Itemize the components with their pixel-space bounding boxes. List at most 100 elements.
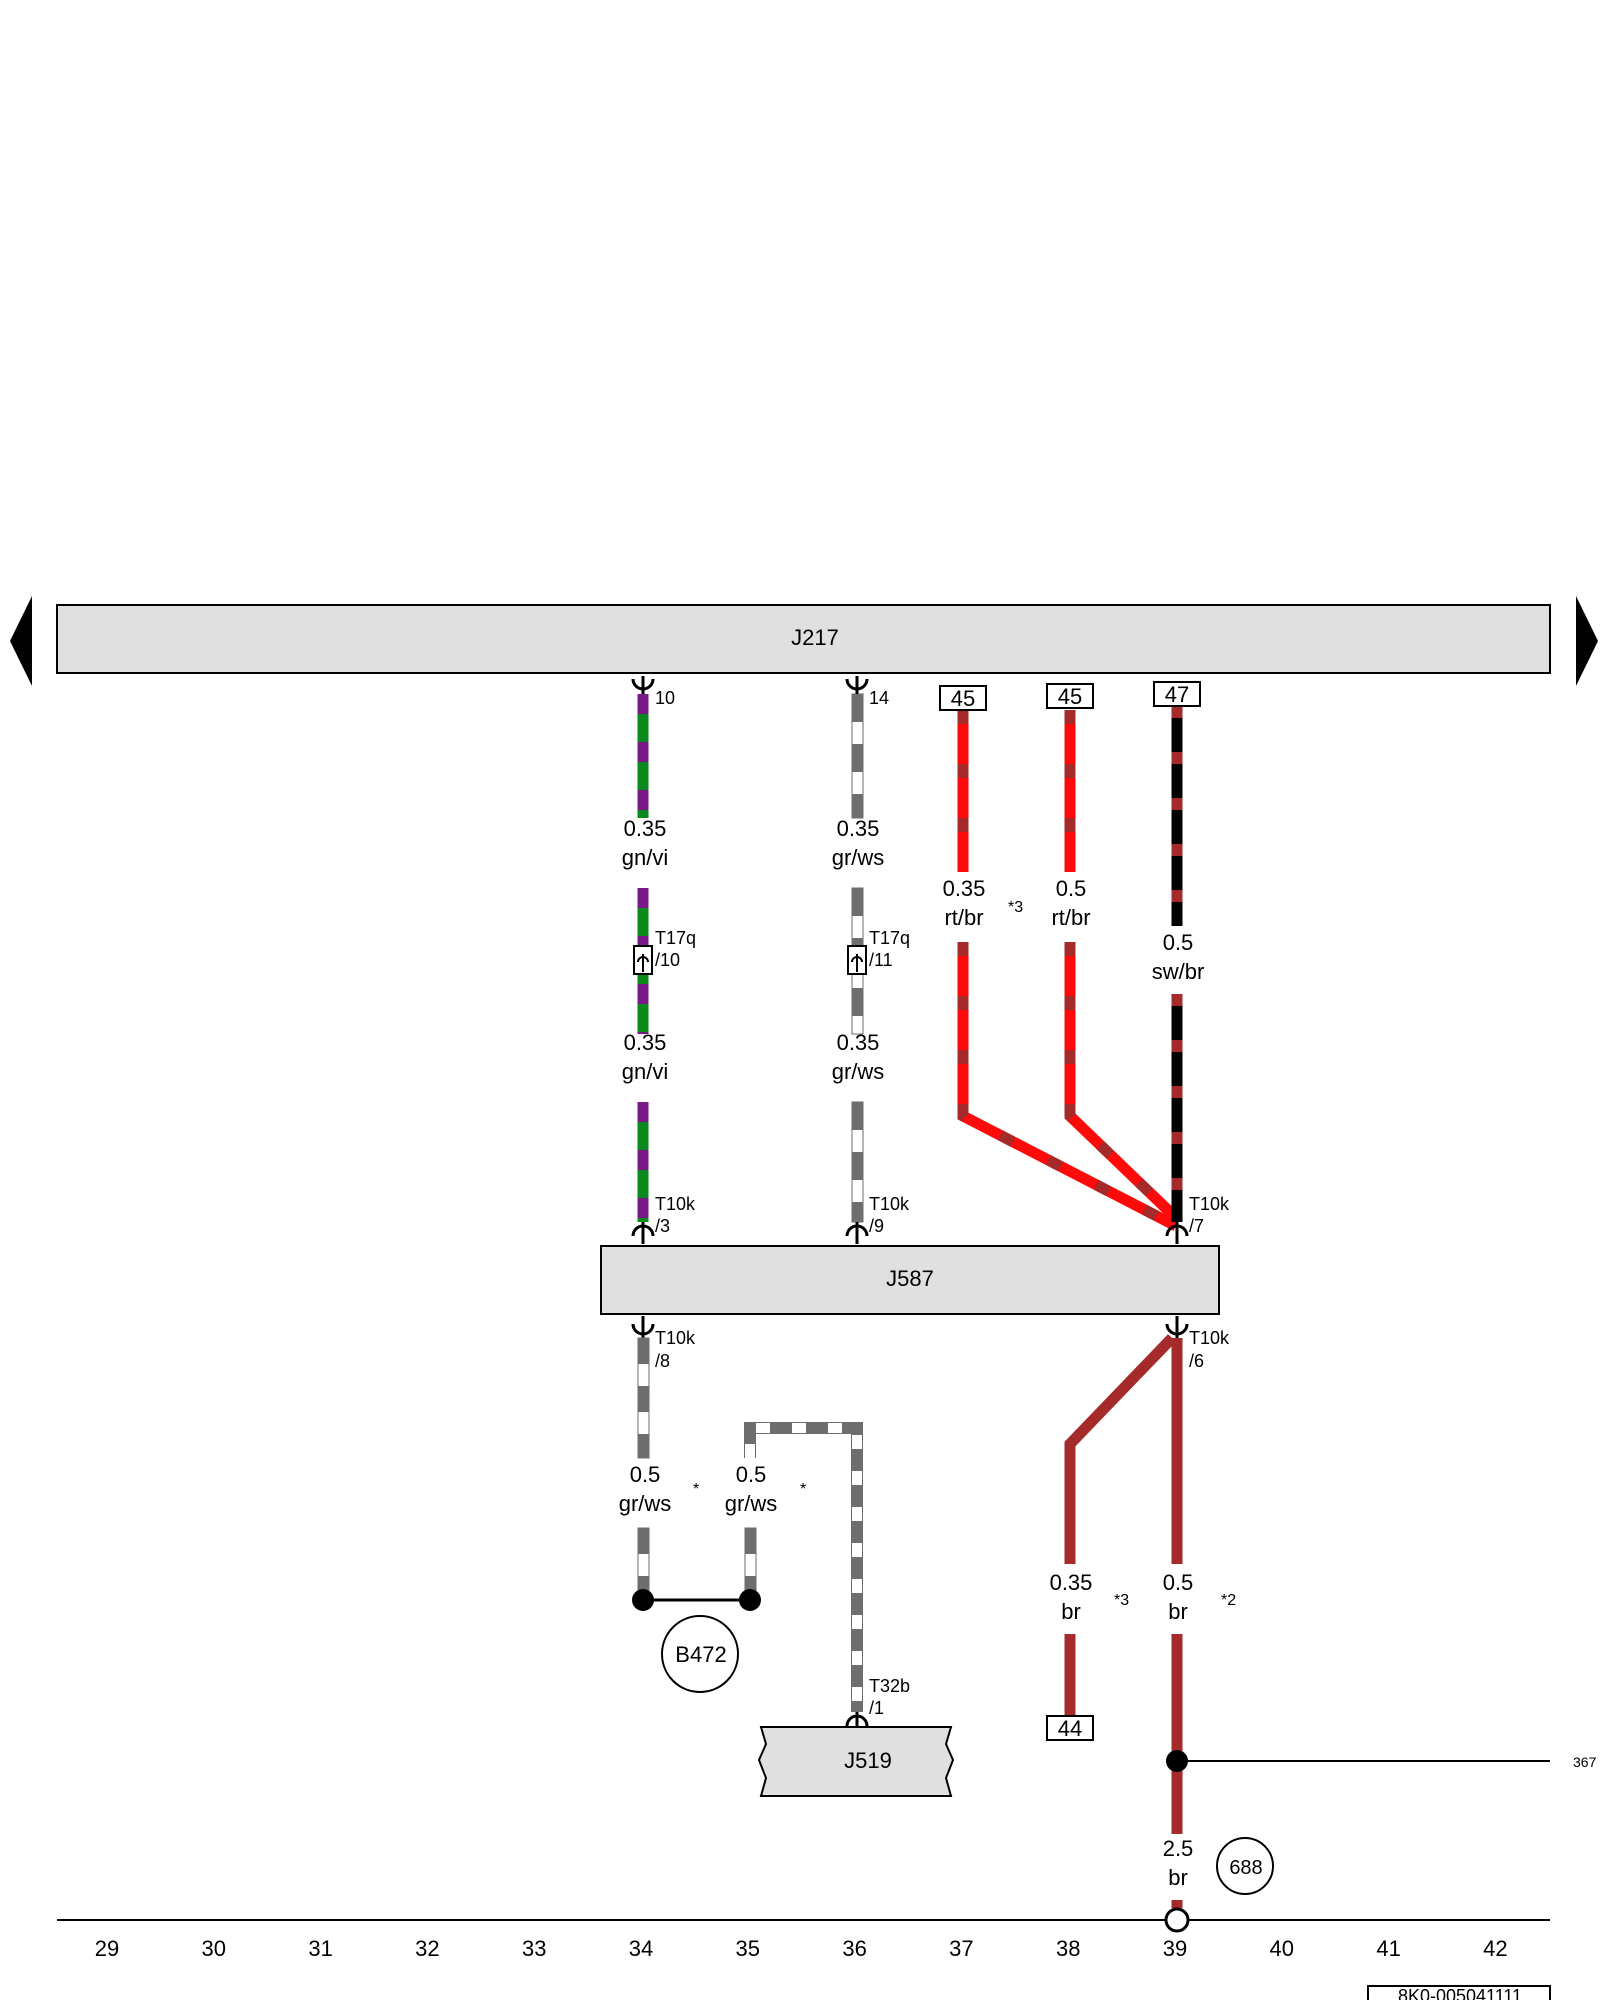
- wire-rt-br-05-color: rt/br: [1051, 905, 1090, 930]
- wire-sw-br-size: 0.5: [1163, 930, 1194, 955]
- wire-gr-ws-j519-note: *: [800, 1481, 806, 1498]
- wire-rt-br-05[interactable]: [1064, 710, 1178, 1220]
- pin-j217-10: 10: [655, 688, 675, 708]
- terminal-44-label: 44: [1058, 1716, 1082, 1741]
- pin-t10k-6: /6: [1189, 1351, 1204, 1371]
- conn-t10k-label-4: T10k: [655, 1328, 696, 1348]
- wire-gr-ws-j519-size: 0.5: [736, 1462, 767, 1487]
- document-code: 8K0-005041111: [1398, 1986, 1522, 2000]
- wire-br-035-size: 0.35: [1050, 1570, 1093, 1595]
- ground-bus-node: [1164, 1907, 1190, 1933]
- wire-br-25-color: br: [1168, 1865, 1188, 1890]
- track-number: 29: [95, 1936, 119, 1961]
- wire-br-25-size: 2.5: [1163, 1836, 1194, 1861]
- connector-t32b-1: [845, 1712, 869, 1727]
- track-number: 36: [842, 1936, 866, 1961]
- wire-gn-vi-color: gn/vi: [622, 845, 668, 870]
- unit-j587: J587: [600, 1245, 1220, 1315]
- connector-j217-14: [845, 676, 869, 694]
- wire-rt-br-035[interactable]: [957, 710, 1179, 1231]
- left-arrow-icon[interactable]: [10, 596, 32, 686]
- track-number: 35: [736, 1936, 760, 1961]
- ground-688-label: 688: [1229, 1857, 1262, 1879]
- wire-rt-br-035-note: *3: [1008, 899, 1023, 916]
- connector-t17q-10: [633, 945, 653, 975]
- pin-t10k-7: /7: [1189, 1216, 1204, 1236]
- document-code-box: 8K0-005041111: [1367, 1985, 1551, 2000]
- track-number: 34: [629, 1936, 653, 1961]
- wire-rt-br-035-color: rt/br: [944, 905, 983, 930]
- terminal-47: 47: [1153, 681, 1201, 707]
- pin-t10k-8: /8: [655, 1351, 670, 1371]
- track-number: 41: [1376, 1936, 1400, 1961]
- wire-gr-ws-size: 0.35: [837, 816, 880, 841]
- unit-j519: J519: [757, 1726, 955, 1797]
- conn-t17q-label-1: T17q: [655, 928, 696, 948]
- wire-gr-ws-color-2: gr/ws: [832, 1059, 885, 1084]
- conn-t10k-label-2: T10k: [869, 1194, 910, 1214]
- pin-t17q-10: /10: [655, 950, 680, 970]
- wire-br-05-note: *2: [1221, 1592, 1236, 1609]
- ground-688[interactable]: 688: [1216, 1837, 1274, 1895]
- connector-t10k-3: [631, 1222, 655, 1244]
- connector-t10k-9: [845, 1222, 869, 1244]
- pin-j217-14: 14: [869, 688, 889, 708]
- b472-junction: [632, 1589, 761, 1611]
- pin-t10k-3: /3: [655, 1216, 670, 1236]
- wire-br-035-note: *3: [1114, 1592, 1129, 1609]
- right-arrow-icon[interactable]: [1576, 596, 1598, 686]
- terminal-47-label: 47: [1165, 682, 1189, 707]
- terminal-44: 44: [1046, 1715, 1094, 1741]
- unit-j217: J217: [56, 604, 1551, 674]
- wire-gn-vi-size-2: 0.35: [624, 1030, 667, 1055]
- wire-br-05-color: br: [1168, 1599, 1188, 1624]
- track-number: 38: [1056, 1936, 1080, 1961]
- terminal-45-a: 45: [939, 685, 987, 711]
- wire-sw-br-color: sw/br: [1152, 959, 1205, 984]
- conn-t10k-label-5: T10k: [1189, 1328, 1230, 1348]
- pin-t10k-9: /9: [869, 1216, 884, 1236]
- wire-br-05-size: 0.5: [1163, 1570, 1194, 1595]
- terminal-45-b-label: 45: [1058, 684, 1082, 709]
- junction-367: [1166, 1750, 1550, 1772]
- connector-t17q-11: [847, 945, 867, 975]
- wire-gr-ws-b472-left-color: gr/ws: [619, 1491, 672, 1516]
- track-number: 33: [522, 1936, 546, 1961]
- track-number: 39: [1163, 1936, 1187, 1961]
- connector-t10k-7: [1165, 1222, 1189, 1244]
- wire-gr-ws-j519-color: gr/ws: [725, 1491, 778, 1516]
- track-number: 42: [1483, 1936, 1507, 1961]
- pin-t32b-1: /1: [869, 1698, 884, 1718]
- track-number: 37: [949, 1936, 973, 1961]
- track-numbers: 29 30 31 32 33 34 35 36 37 38 39 40 41 42: [95, 1936, 1508, 1961]
- track-number: 32: [415, 1936, 439, 1961]
- wire-br-035-color: br: [1061, 1599, 1081, 1624]
- wire-gn-vi-color-2: gn/vi: [622, 1059, 668, 1084]
- sensor-b472-label: B472: [675, 1642, 726, 1667]
- terminal-45-b: 45: [1046, 683, 1094, 709]
- terminal-45-a-label: 45: [951, 686, 975, 711]
- wire-gr-ws-color: gr/ws: [832, 845, 885, 870]
- unit-j519-label: J519: [844, 1748, 892, 1773]
- reference-367: 367: [1573, 1754, 1597, 1770]
- wire-rt-br-05-size: 0.5: [1056, 876, 1087, 901]
- wire-br-035[interactable]: [1064, 1334, 1176, 1718]
- connector-t10k-8: [631, 1316, 655, 1338]
- conn-t32b-label: T32b: [869, 1676, 910, 1696]
- track-number: 40: [1270, 1936, 1294, 1961]
- wire-gr-ws-b472-left[interactable]: [637, 1337, 650, 1599]
- wire-gn-vi-size: 0.35: [624, 816, 667, 841]
- conn-t17q-label-2: T17q: [869, 928, 910, 948]
- sensor-b472[interactable]: B472: [661, 1615, 739, 1693]
- track-number: 30: [202, 1936, 226, 1961]
- conn-t10k-label-1: T10k: [655, 1194, 696, 1214]
- wire-gr-ws-size-2: 0.35: [837, 1030, 880, 1055]
- conn-t10k-label-3: T10k: [1189, 1194, 1230, 1214]
- track-number: 31: [308, 1936, 332, 1961]
- unit-j217-label: J217: [791, 625, 839, 650]
- wire-gr-ws-b472-left-note: *: [693, 1481, 699, 1498]
- wire-gr-ws-b472-left-size: 0.5: [630, 1462, 661, 1487]
- wire-gr-ws-j519[interactable]: [744, 1422, 863, 1712]
- unit-j587-label: J587: [886, 1266, 934, 1291]
